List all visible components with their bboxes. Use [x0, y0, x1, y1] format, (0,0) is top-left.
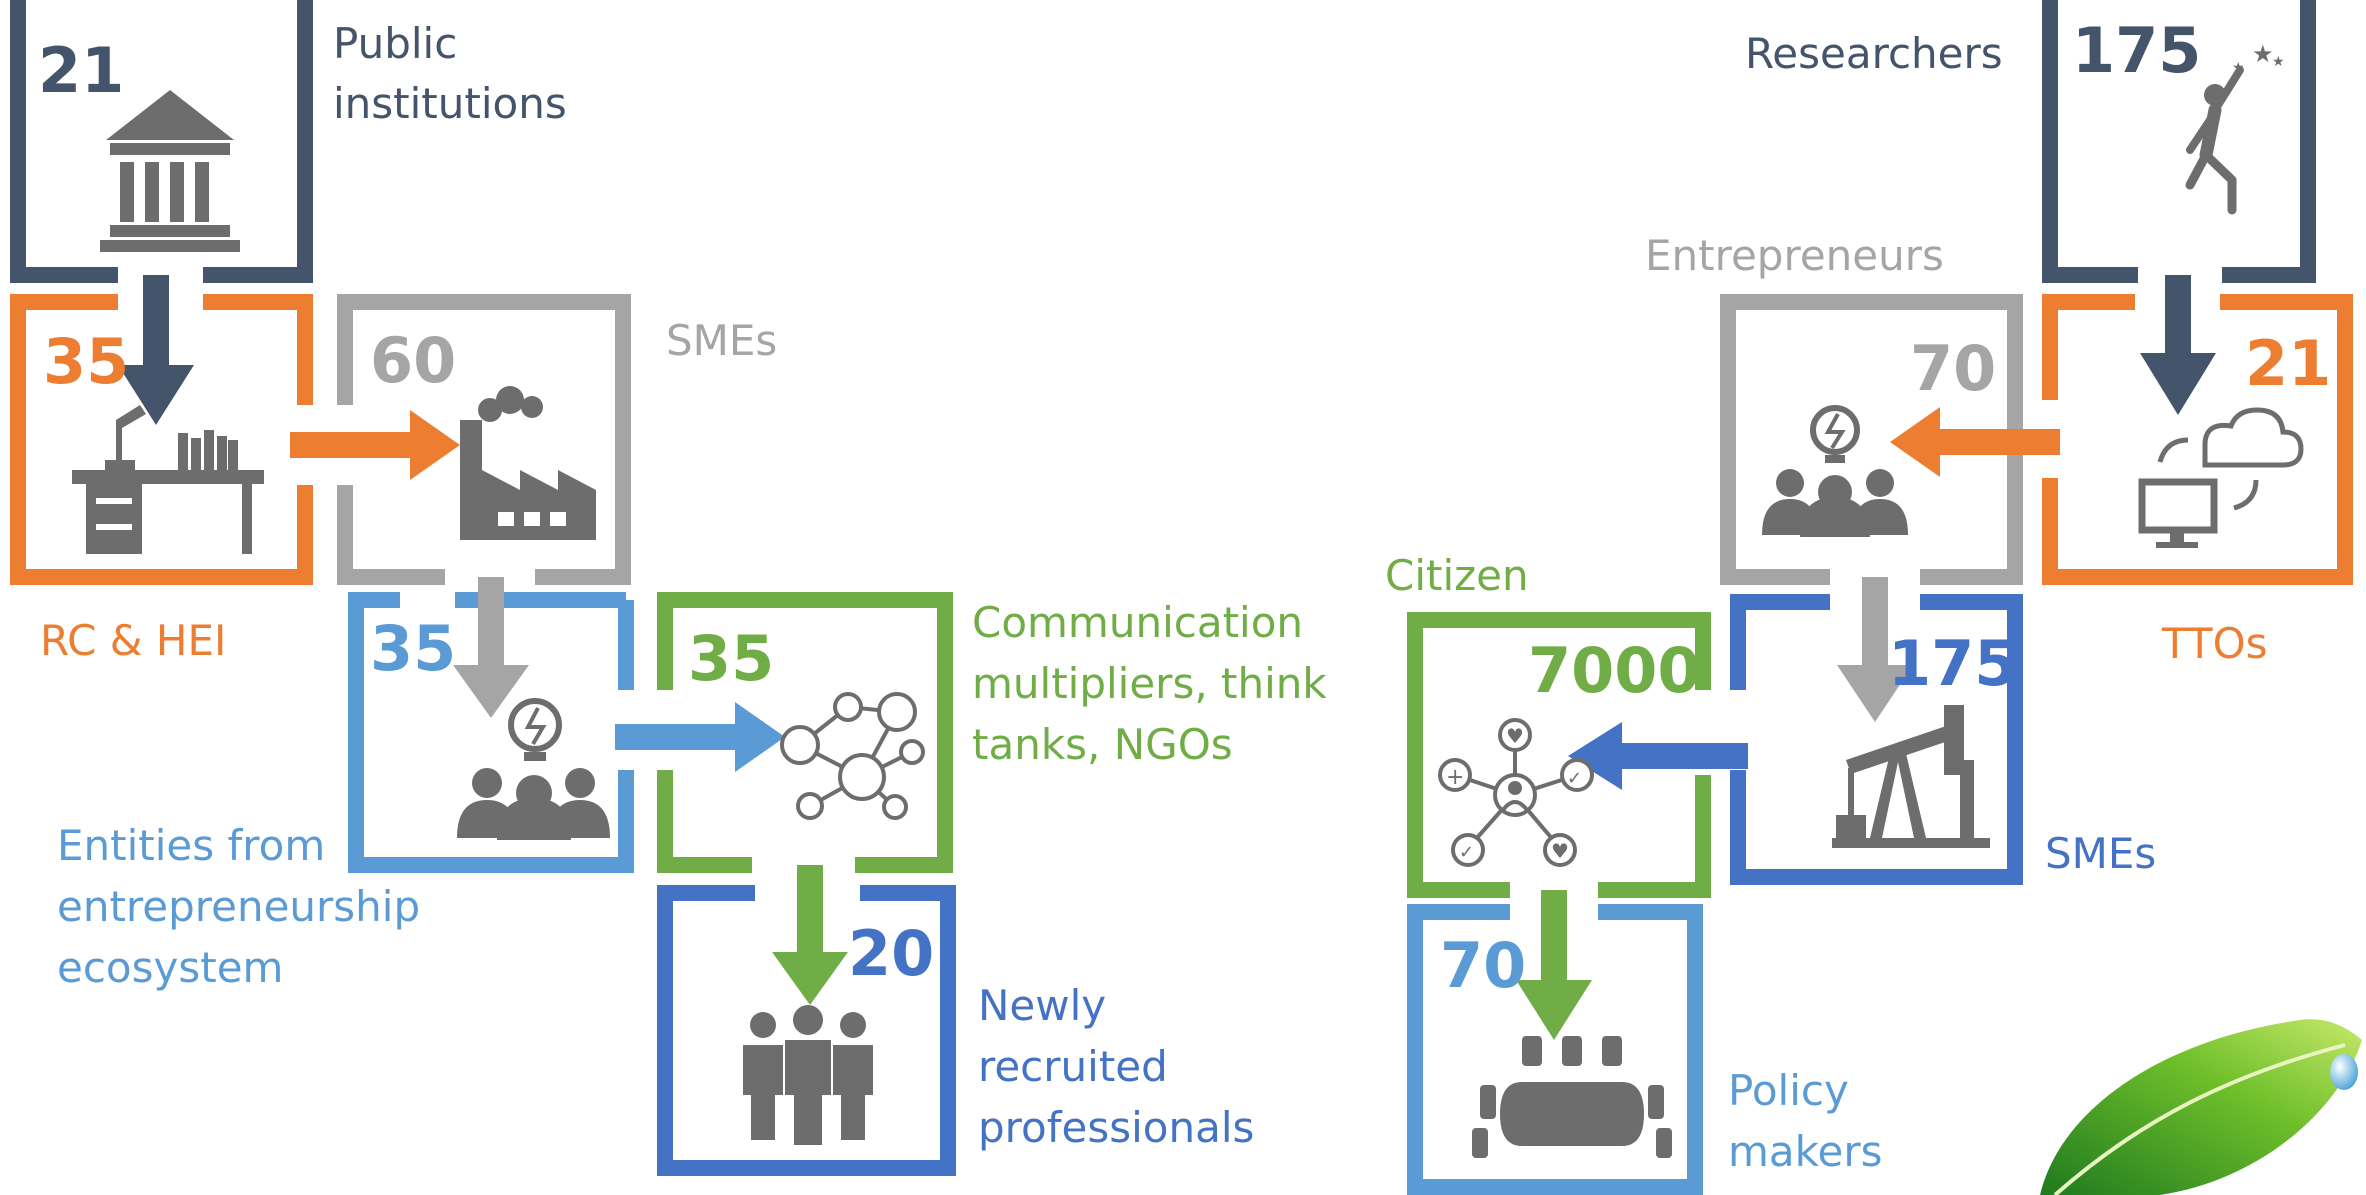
- network-icon: [780, 692, 925, 820]
- arrow-public-to-rc: [118, 275, 194, 425]
- newly-count: 20: [848, 917, 934, 990]
- svg-text:★: ★: [2272, 54, 2285, 70]
- svg-text:♥: ♥: [1506, 724, 1524, 748]
- arrow-researchers-to-ttos: [2140, 275, 2216, 415]
- public-label: Public institutions: [333, 19, 567, 128]
- desk-icon: [72, 405, 264, 554]
- cloud-computer-icon: [2138, 407, 2304, 548]
- svg-text:♥: ♥: [1551, 839, 1569, 863]
- ttos-label: TTOs: [2161, 619, 2268, 668]
- entrepreneurs-label: Entrepreneurs: [1645, 231, 1944, 280]
- arrow-smes-to-entities: [453, 577, 529, 718]
- svg-text:✓: ✓: [1567, 768, 1582, 789]
- svg-text:+: +: [1446, 765, 1464, 790]
- svg-text:✓: ✓: [1459, 842, 1474, 863]
- government-building-icon: [100, 90, 240, 252]
- green-leaf-logo-icon: [2040, 1019, 2362, 1195]
- public-frame: [10, 0, 313, 283]
- rc-hei-count: 35: [43, 325, 129, 398]
- idea-team-icon-right: [1762, 405, 1908, 537]
- arrow-comm-to-newly: [772, 865, 848, 1005]
- social-network-icon: ♥ + ✓ ✓ ♥: [1438, 718, 1594, 867]
- entrepreneurs-count: 70: [1910, 332, 1996, 405]
- arrow-rc-to-smes: [290, 410, 460, 480]
- entities-count: 35: [370, 612, 456, 685]
- oil-pump-icon: [1832, 705, 1990, 848]
- policy-count: 70: [1440, 929, 1526, 1002]
- entrepreneurs-frame: [1720, 294, 2023, 585]
- smes-frame-right: [1730, 594, 2023, 885]
- smes-label-right: SMEs: [2045, 829, 2156, 878]
- factory-icon: [460, 386, 596, 540]
- entities-label: Entities from entrepreneurship ecosystem: [57, 821, 434, 992]
- smes-frame-left: [337, 294, 631, 585]
- comm-label: Communication multipliers, think tanks, …: [972, 598, 1340, 769]
- smes-label-left: SMEs: [666, 316, 777, 365]
- policy-frame: [1407, 904, 1703, 1195]
- citizen-label: Citizen: [1385, 551, 1529, 600]
- svg-text:★: ★: [2252, 40, 2274, 68]
- ttos-count: 21: [2245, 327, 2331, 400]
- comm-frame: [657, 592, 953, 873]
- arrow-ttos-to-entrepreneurs: [1890, 407, 2060, 477]
- public-count: 21: [38, 34, 124, 107]
- meeting-table-icon: [1472, 1036, 1672, 1158]
- comm-count: 35: [688, 622, 774, 695]
- researchers-label: Researchers: [1745, 29, 2003, 78]
- researchers-frame: [2042, 0, 2316, 283]
- arrow-entrepreneurs-to-smes: [1837, 577, 1913, 722]
- ttos-frame: [2042, 294, 2353, 585]
- smes-count-left: 60: [370, 324, 456, 397]
- policy-label: Policy makers: [1728, 1066, 1882, 1176]
- citizen-frame: [1407, 612, 1711, 898]
- researchers-count: 175: [2072, 14, 2201, 87]
- team-icon: [743, 1005, 873, 1145]
- newly-label: Newly recruited professionals: [978, 981, 1254, 1152]
- newly-frame: [657, 885, 956, 1176]
- rc-hei-frame: [10, 294, 313, 585]
- reaching-person-icon: ★ ★ ★: [2185, 40, 2285, 215]
- arrow-smes-to-citizen: [1568, 722, 1748, 790]
- smes-count-right: 175: [1888, 627, 2017, 700]
- arrow-citizen-to-policy: [1516, 890, 1592, 1040]
- arrow-entities-to-comm: [615, 702, 785, 772]
- rc-hei-label: RC & HEI: [40, 616, 226, 665]
- svg-text:★: ★: [2232, 60, 2245, 76]
- citizen-count: 7000: [1528, 634, 1701, 707]
- idea-team-icon: [457, 698, 610, 840]
